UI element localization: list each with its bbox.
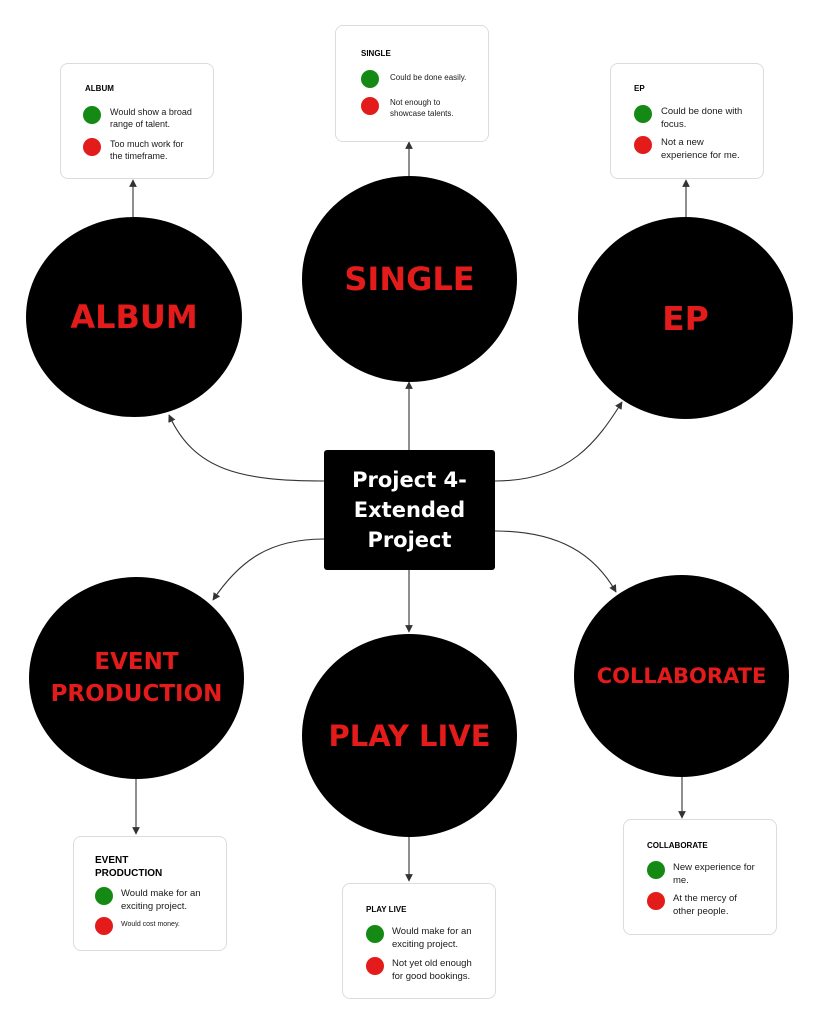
- card-event-production-con: Would cost money.: [95, 917, 180, 935]
- card-event-production: EVENT PRODUCTION Would make for an excit…: [73, 836, 227, 951]
- card-ep-title: EP: [634, 84, 645, 93]
- node-collaborate[interactable]: COLLABORATE: [574, 575, 789, 777]
- center-node-label: Project 4- Extended Project: [352, 468, 467, 552]
- node-album-label: ALBUM: [70, 298, 198, 336]
- card-collaborate-con-text: At the mercy of other people.: [673, 893, 737, 917]
- card-album-pro-text: Would show a broad range of talent.: [110, 107, 192, 129]
- card-album-con-text: Too much work for the timeframe.: [110, 139, 184, 161]
- red-dot-icon: [361, 97, 379, 115]
- card-event-production-pro: Would make for an exciting project.: [95, 887, 201, 913]
- card-play-live-pro: Would make for an exciting project.: [366, 925, 472, 951]
- connector-center-to-album: [168, 414, 325, 482]
- connector-center-to-collaborate: [494, 530, 617, 593]
- red-dot-icon: [647, 892, 665, 910]
- card-single-title: SINGLE: [361, 49, 391, 58]
- center-node[interactable]: Project 4- Extended Project: [324, 450, 495, 570]
- card-event-production-title: EVENT PRODUCTION: [95, 855, 163, 879]
- card-collaborate-title: COLLABORATE: [647, 841, 708, 850]
- node-event-production-label: EVENT PRODUCTION: [50, 649, 223, 707]
- card-play-live: PLAY LIVE Would make for an exciting pro…: [342, 883, 496, 999]
- card-single-con-text: Not enough to showcase talents.: [390, 98, 454, 118]
- node-single[interactable]: SINGLE: [302, 176, 517, 382]
- card-album-pro: Would show a broad range of talent.: [83, 106, 192, 130]
- red-dot-icon: [634, 136, 652, 154]
- node-album[interactable]: ALBUM: [26, 217, 242, 417]
- red-dot-icon: [366, 957, 384, 975]
- card-collaborate-pro: New experience for me.: [647, 861, 755, 887]
- card-single-pro: Could be done easily.: [361, 70, 466, 88]
- card-ep-con-text: Not a new experience for me.: [661, 137, 740, 161]
- card-album: ALBUM Would show a broad range of talent…: [60, 63, 214, 179]
- card-ep-pro: Could be done with focus.: [634, 105, 742, 131]
- green-dot-icon: [647, 861, 665, 879]
- card-single-pro-text: Could be done easily.: [390, 73, 467, 82]
- card-collaborate-con: At the mercy of other people.: [647, 892, 737, 918]
- card-play-live-con-text: Not yet old enough for good bookings.: [392, 958, 472, 982]
- green-dot-icon: [83, 106, 101, 124]
- card-album-title: ALBUM: [85, 84, 114, 93]
- card-ep: EP Could be done with focus. Not a new e…: [610, 63, 764, 179]
- red-dot-icon: [95, 917, 113, 935]
- card-collaborate-pro-text: New experience for me.: [673, 862, 755, 886]
- card-single-con: Not enough to showcase talents.: [361, 97, 454, 119]
- node-ep[interactable]: EP: [578, 217, 793, 419]
- connector-center-to-event-production: [212, 538, 325, 601]
- card-play-live-con: Not yet old enough for good bookings.: [366, 957, 472, 983]
- red-dot-icon: [83, 138, 101, 156]
- card-single: SINGLE Could be done easily. Not enough …: [335, 25, 489, 142]
- node-single-label: SINGLE: [344, 260, 475, 298]
- node-collaborate-label: COLLABORATE: [596, 664, 767, 688]
- card-event-production-pro-text: Would make for an exciting project.: [121, 888, 201, 912]
- green-dot-icon: [95, 887, 113, 905]
- card-ep-pro-text: Could be done with focus.: [661, 106, 743, 130]
- card-event-production-con-text: Would cost money.: [121, 921, 180, 928]
- green-dot-icon: [366, 925, 384, 943]
- green-dot-icon: [361, 70, 379, 88]
- node-play-live[interactable]: PLAY LIVE: [302, 634, 517, 837]
- card-play-live-title: PLAY LIVE: [366, 905, 407, 914]
- green-dot-icon: [634, 105, 652, 123]
- node-ep-label: EP: [662, 298, 709, 338]
- card-play-live-pro-text: Would make for an exciting project.: [392, 926, 472, 950]
- connector-center-to-ep: [494, 401, 623, 482]
- card-collaborate: COLLABORATE New experience for me. At th…: [623, 819, 777, 935]
- node-event-production[interactable]: EVENT PRODUCTION: [29, 577, 244, 779]
- node-play-live-label: PLAY LIVE: [328, 718, 491, 753]
- card-album-con: Too much work for the timeframe.: [83, 138, 184, 162]
- card-ep-con: Not a new experience for me.: [634, 136, 740, 162]
